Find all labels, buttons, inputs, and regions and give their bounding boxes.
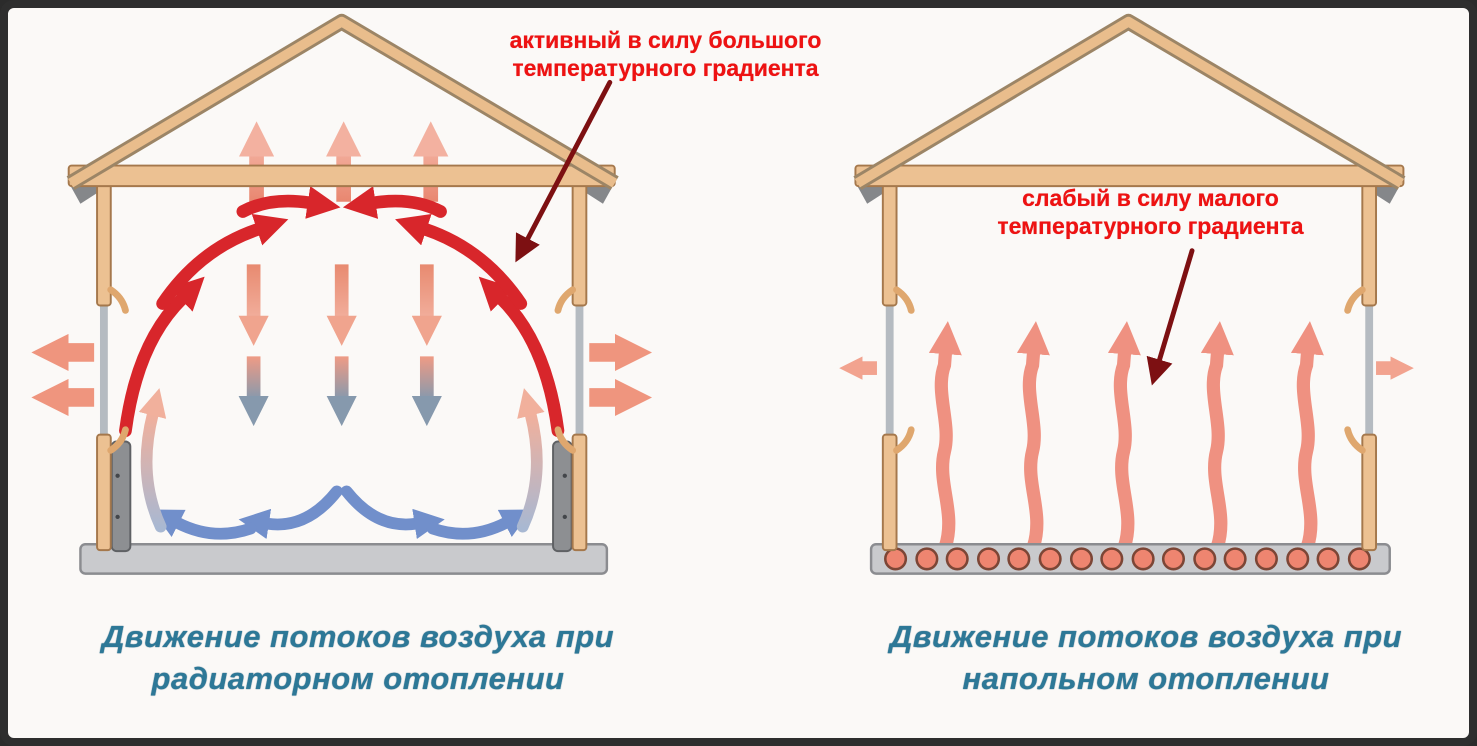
pipe: [1007, 547, 1031, 571]
floor-slab: [79, 543, 609, 575]
roof-rafters: [68, 16, 618, 188]
bracket: [107, 426, 129, 454]
bracket: [1344, 426, 1366, 454]
pipe: [1193, 547, 1217, 571]
caption-left: Движение потоков воздуха при радиаторном…: [38, 616, 678, 700]
pipe: [1286, 547, 1310, 571]
wall-post: [881, 181, 898, 307]
radiator-valve: [115, 514, 120, 519]
radiator-left: [110, 440, 132, 553]
pipe: [915, 547, 939, 571]
house-radiator: [31, 13, 652, 575]
annotation-pointers: [515, 79, 1195, 386]
wall-post: [96, 433, 112, 552]
cool-arc-far-left: [151, 509, 257, 540]
pipe: [945, 547, 969, 571]
hot-arc-right-mid: [395, 213, 528, 310]
pipe: [1347, 547, 1371, 571]
pipe: [1100, 547, 1124, 571]
rise-arc-right: [516, 388, 545, 533]
pipe: [1069, 547, 1094, 571]
bracket: [893, 426, 915, 454]
bracket: [893, 286, 915, 314]
radiator-right: [552, 440, 573, 553]
radiator-valve: [562, 473, 567, 478]
pipe: [976, 547, 1001, 571]
annotation-right: слабый в силу малого температурного град…: [968, 184, 1333, 240]
wavy-up-arrow-icon: [1016, 321, 1050, 553]
hot-arc-left-mid: [156, 213, 289, 310]
annotation-arrow-left: [515, 79, 613, 263]
pipe: [1038, 547, 1062, 571]
cool-floor-arrows: [151, 485, 532, 540]
bracket: [107, 286, 129, 314]
hot-arc-top-right: [342, 186, 447, 219]
annotation-left-line1: активный в силу большого: [509, 27, 822, 53]
bracket: [554, 426, 577, 454]
caption-left-line1: Движение потоков воздуха при: [101, 619, 615, 654]
caption-left-line2: радиаторном отоплении: [151, 661, 565, 696]
window-right: [1365, 301, 1374, 439]
reheating-rise-arrows: [138, 388, 545, 533]
house-structure: [853, 13, 1406, 575]
caption-right-line2: напольном отоплении: [962, 661, 1330, 696]
floor-heating-pipes: [884, 547, 1371, 571]
pipe: [1161, 547, 1186, 571]
radiator-valve: [562, 514, 567, 519]
roof-rafters: [854, 16, 1404, 188]
wall-post: [1361, 433, 1378, 552]
pipe: [1254, 547, 1278, 571]
pipe: [884, 547, 908, 571]
window-right: [575, 301, 584, 439]
wall-post: [571, 433, 588, 552]
ceiling-beam: [67, 164, 616, 188]
pipe: [1223, 547, 1247, 571]
cool-arc-far-right: [426, 509, 532, 540]
wall-brackets: [107, 286, 577, 454]
wavy-up-arrow-icon: [1200, 321, 1234, 553]
annotation-arrow-right: [1146, 248, 1195, 386]
wavy-up-arrow-icon: [928, 321, 962, 553]
wall-heat-loss-arrows: [31, 333, 652, 417]
wall-post: [96, 181, 112, 307]
cool-arc-center-left: [238, 485, 343, 540]
houses-diagram: [31, 13, 1414, 575]
wall-post: [881, 433, 898, 552]
house-structure: [66, 13, 619, 575]
wall-brackets: [893, 286, 1366, 454]
annotation-right-line1: слабый в силу малого: [1022, 185, 1279, 211]
downdraft-arrows: [238, 264, 442, 427]
annotation-left: активный в силу большого температурного …: [478, 26, 853, 82]
wall-post: [571, 181, 588, 307]
wall-posts: [881, 181, 1378, 552]
cool-arc-center-right: [340, 485, 445, 540]
roof-outline: [853, 13, 1406, 190]
pipe: [1316, 547, 1340, 571]
caption-right: Движение потоков воздуха при напольном о…: [836, 616, 1456, 700]
house-floor-heating: [839, 13, 1414, 575]
rising-heat-arrows: [928, 321, 1324, 553]
rise-arc-left: [138, 388, 167, 533]
convection-hot-arrows: [119, 186, 565, 438]
window-left: [99, 301, 108, 439]
wall-post: [1361, 181, 1378, 307]
hot-arc-top-left: [236, 186, 341, 219]
annotation-left-line2: температурного градиента: [512, 55, 819, 81]
hot-arc-right-wall: [478, 276, 565, 438]
bracket: [1344, 286, 1366, 314]
annotation-right-line2: температурного градиента: [997, 213, 1304, 239]
caption-right-line1: Движение потоков воздуха при: [889, 619, 1403, 654]
wavy-up-arrow-icon: [1290, 321, 1324, 553]
radiator-valve: [115, 473, 120, 478]
wavy-up-arrow-icon: [1107, 321, 1141, 553]
hot-arc-left-wall: [119, 276, 205, 438]
bracket: [554, 286, 577, 314]
wall-posts: [96, 181, 588, 552]
window-left: [885, 301, 894, 439]
pipe: [1131, 547, 1155, 571]
ceiling-beam: [854, 164, 1405, 188]
